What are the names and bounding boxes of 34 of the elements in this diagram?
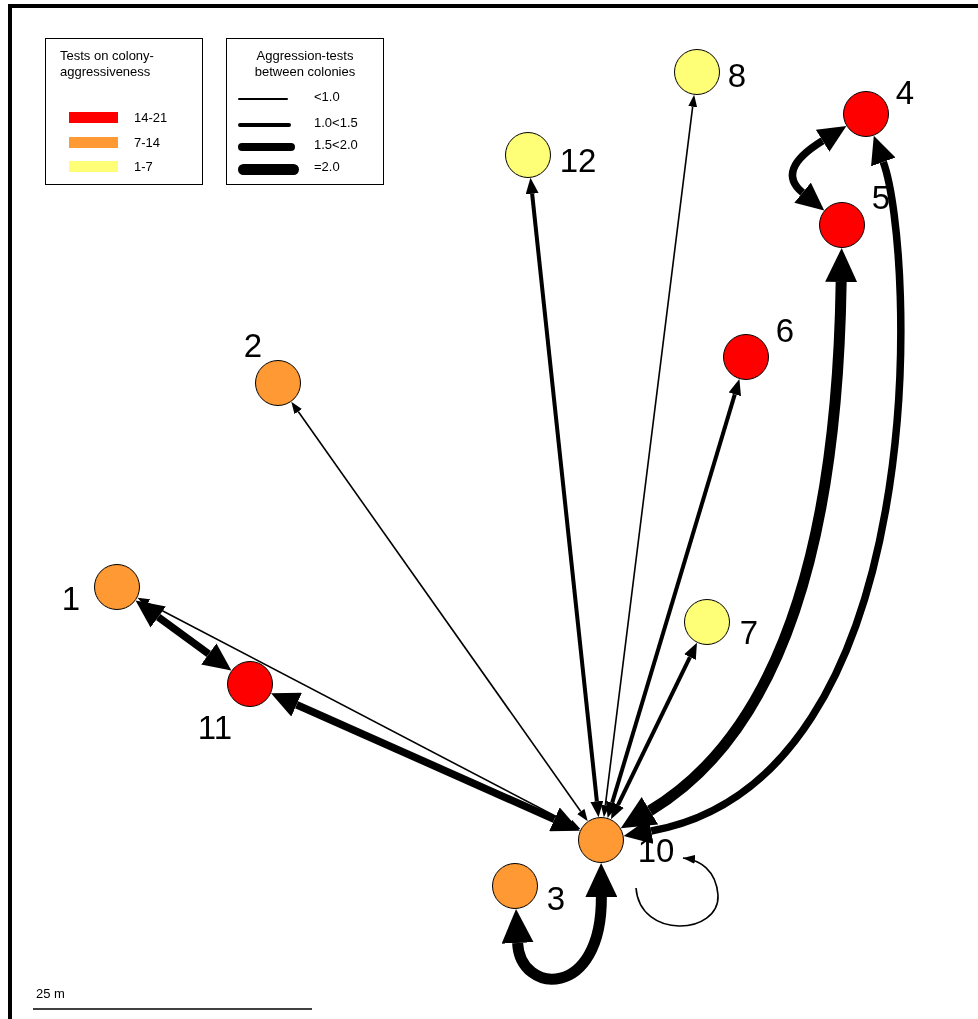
scale-label: 25 m [36,986,65,1001]
legend-label: 7-14 [134,134,161,150]
colony-number: 4 [895,76,915,110]
arrow [600,94,698,818]
colony-number: 8 [727,59,747,93]
arrow [611,642,697,820]
arrow [635,855,719,927]
legend-label: <1.0 [314,89,340,104]
arrow [788,125,846,212]
colony-number: 5 [871,181,891,215]
arrow [525,177,604,818]
colony-number: 7 [739,616,759,650]
arrow [622,248,858,831]
arrow [624,134,905,844]
colony-number: 10 [637,834,675,868]
arrow [291,401,588,822]
legend-label: 1.5<2.0 [314,137,358,152]
colony-number: 3 [546,882,566,916]
legend-label: 1-7 [134,159,153,174]
legend-label: 14-21 [134,110,168,125]
colony-number: 6 [775,314,795,348]
arrow [271,692,580,832]
colony-number: 11 [197,711,233,745]
legend-label: 1.0<1.5 [314,115,358,130]
colony-number: 12 [559,144,597,178]
legend-label: =2.0 [314,159,340,174]
colony-number: 2 [243,329,263,363]
arrow [606,379,741,818]
arrow [135,600,232,671]
colony-number: 1 [61,582,81,616]
legend-title: Aggression-tests between colonies [253,48,357,80]
arrow [137,597,581,830]
legend-title: Tests on colony-aggressiveness [59,48,155,80]
arrow [501,863,618,985]
